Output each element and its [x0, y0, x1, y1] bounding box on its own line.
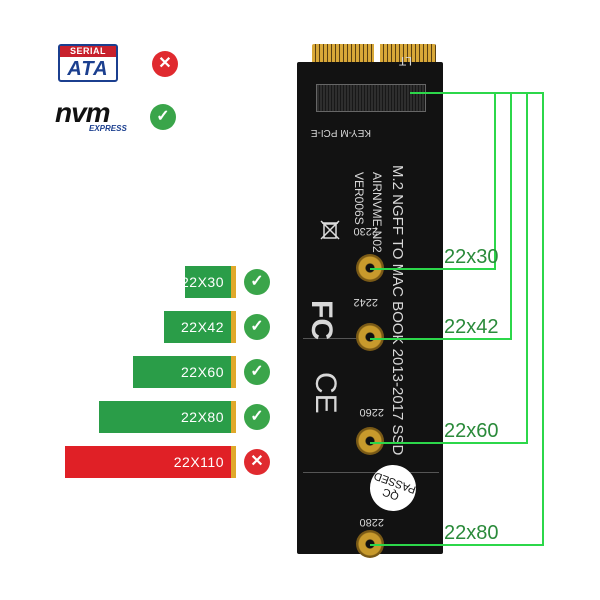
screw-label-2242: 2242	[353, 296, 378, 308]
check-icon: ✓	[244, 359, 270, 385]
leader-line	[526, 92, 528, 444]
leader-line	[370, 544, 544, 546]
nvme-logo: nvm EXPRESS	[55, 98, 145, 138]
board-divider	[303, 472, 439, 473]
leader-line	[410, 92, 544, 94]
check-icon: ✓	[244, 404, 270, 430]
length-label-22x30: 22x30	[444, 246, 499, 268]
check-icon: ✓	[244, 314, 270, 340]
leader-line	[370, 338, 512, 340]
sata-logo: SERIAL ATA	[58, 44, 118, 82]
leader-line	[510, 92, 512, 340]
screw-hole-2260	[356, 427, 384, 455]
size-bar-22x80: 22X80	[99, 401, 236, 433]
nvme-logo-sub: EXPRESS	[89, 124, 127, 133]
leader-line	[370, 268, 496, 270]
key-label: KEY-M PCI-E	[310, 127, 371, 138]
check-icon: ✓	[150, 104, 176, 130]
nvme-logo-main: nvm	[55, 97, 111, 128]
leader-line	[370, 442, 528, 444]
key-notch	[374, 40, 380, 64]
screw-label-2230: 2230	[353, 225, 378, 237]
length-label-22x80: 22x80	[444, 522, 499, 544]
leader-line	[494, 92, 496, 268]
board-model: AIRNVME-N02	[370, 172, 384, 253]
sata-logo-top: SERIAL	[60, 46, 116, 57]
board-version: VER006S	[352, 172, 366, 225]
cross-icon: ✕	[244, 449, 270, 475]
weee-bin-icon	[318, 218, 342, 242]
sata-logo-main: ATA	[67, 58, 109, 80]
screw-hole-2242	[356, 323, 384, 351]
leader-line	[542, 92, 544, 546]
screw-label-2280: 2280	[359, 516, 384, 528]
size-bar-22x42: 22X42	[164, 311, 236, 343]
fc-mark: FC	[305, 300, 338, 340]
screw-label-2260: 2260	[359, 406, 384, 418]
size-bar-22x30: 22X30	[181, 266, 236, 298]
ce-mark: CE	[309, 372, 342, 414]
board-title: M.2 NGFF TO MAC BOOK 2013-2017 SSD	[389, 165, 406, 456]
m2-slot	[316, 84, 426, 112]
length-label-22x42: 22x42	[444, 316, 499, 338]
size-bar-22x110: 22X110	[65, 446, 236, 478]
cross-icon: ✕	[152, 51, 178, 77]
size-bar-22x60: 22X60	[133, 356, 236, 388]
lt-mark: LT	[398, 54, 412, 68]
check-icon: ✓	[244, 269, 270, 295]
length-label-22x60: 22x60	[444, 420, 499, 442]
